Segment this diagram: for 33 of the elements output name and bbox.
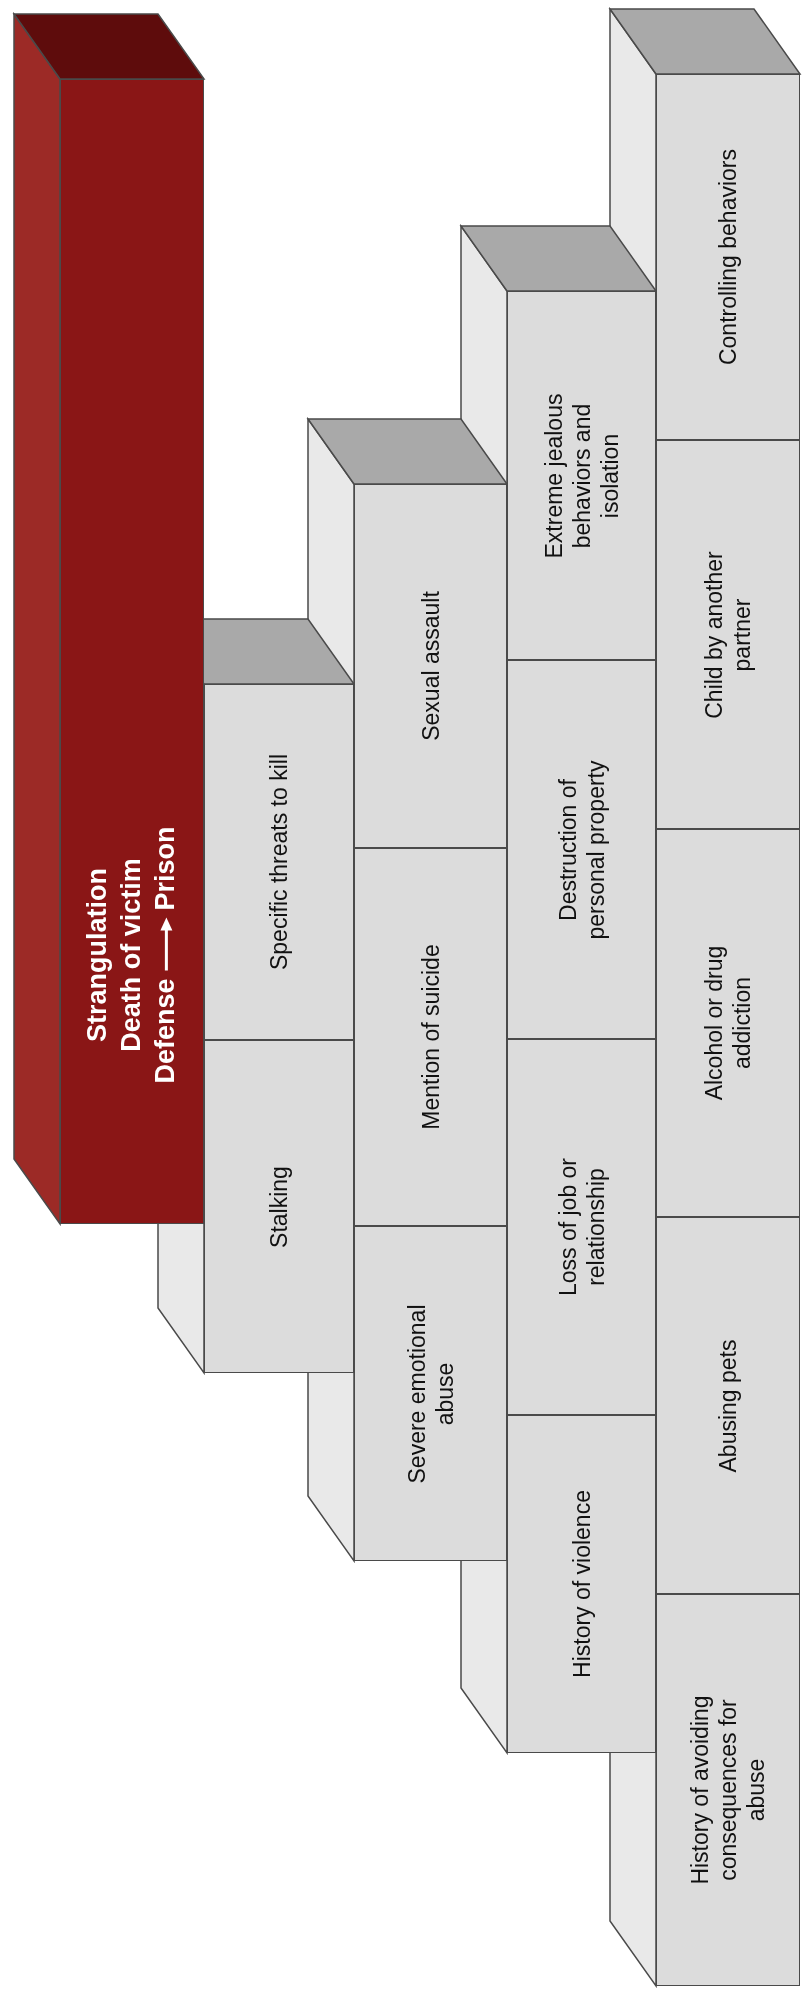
block — [656, 1217, 800, 1594]
block-label: Destruction of personal property — [553, 759, 610, 941]
block-label: Strangulation — [82, 868, 113, 1042]
block-label: Death of victim — [116, 858, 147, 1052]
highlighted-block — [60, 79, 204, 1224]
block — [507, 1415, 656, 1753]
block — [354, 1226, 507, 1561]
block-label: Sexual assault — [416, 591, 445, 741]
block — [656, 440, 800, 829]
block-label: Controlling behaviors — [714, 148, 742, 366]
block — [656, 829, 800, 1217]
block-label: Abusing pets — [714, 1339, 742, 1472]
block — [507, 291, 656, 660]
block — [507, 1039, 656, 1415]
block — [656, 74, 800, 440]
block — [354, 848, 507, 1226]
block-label: Loss of job or relationship — [553, 1156, 610, 1299]
block-label: History of avoiding consequences for abuse — [685, 1694, 770, 1887]
block — [656, 1594, 800, 1986]
block-label: Stalking — [265, 1165, 293, 1248]
block-label: Alcohol or drug addiction — [699, 944, 756, 1103]
block — [354, 484, 507, 848]
block-label: History of violence — [567, 1490, 596, 1678]
block-label: Severe emotional abuse — [402, 1303, 459, 1485]
block-label: Defense — [149, 978, 180, 1084]
block-label: Specific threats to kill — [265, 754, 293, 970]
block — [507, 660, 656, 1039]
block-label: Prison — [149, 826, 180, 911]
block-label: Mention of suicide — [416, 944, 445, 1130]
block-label: Extreme jealous behaviors and isolation — [539, 392, 624, 560]
block-label: Child by another partner — [699, 549, 756, 721]
block — [204, 1040, 354, 1373]
block — [204, 684, 354, 1040]
